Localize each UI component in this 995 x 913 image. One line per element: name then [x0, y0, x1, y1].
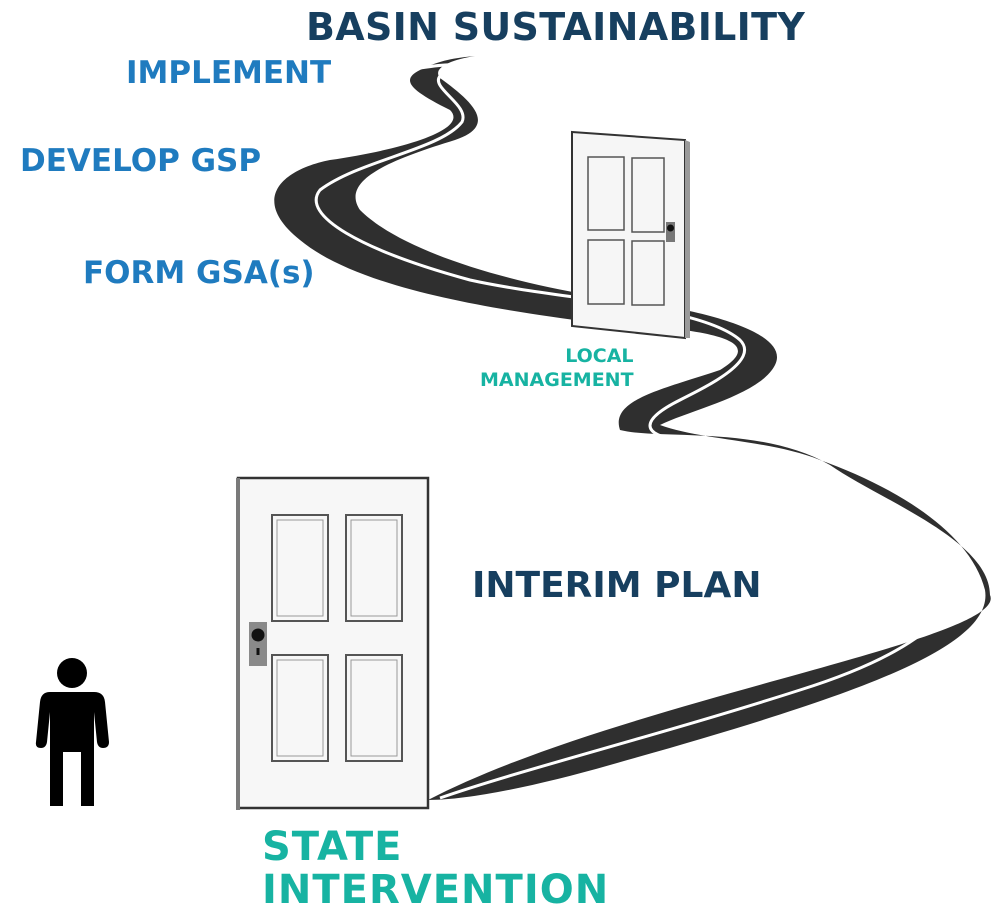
door-panel [276, 659, 324, 757]
person-icon [35, 658, 109, 806]
door-panel [271, 514, 329, 622]
door-panel [631, 157, 665, 233]
state-intervention-line2: INTERVENTION [262, 867, 610, 913]
winding-road-icon [274, 56, 991, 800]
local-management-label: LOCAL MANAGEMENT [480, 345, 634, 393]
door-edge-shadow [236, 478, 240, 810]
door-knob [667, 224, 674, 232]
door-panel [631, 240, 665, 306]
door-panel [587, 239, 625, 305]
road-upper-segment [274, 56, 991, 800]
step-form-gsa: FORM GSA(s) [83, 255, 315, 291]
door-edge-shadow [685, 140, 690, 338]
door-keyhole [256, 648, 260, 655]
door-panel [345, 654, 403, 762]
interim-plan-label: INTERIM PLAN [472, 565, 762, 606]
door-panel [276, 519, 324, 617]
state-intervention-line1: STATE [262, 824, 403, 870]
goal-title: BASIN SUSTAINABILITY [306, 5, 806, 49]
door-panel [350, 659, 398, 757]
local-management-door[interactable] [571, 130, 690, 340]
step-develop-gsp: DEVELOP GSP [20, 143, 262, 179]
local-management-line1: LOCAL [565, 345, 634, 367]
door-panel [271, 654, 329, 762]
door-panel [345, 514, 403, 622]
road-center-line-upper [314, 63, 960, 800]
step-implement: IMPLEMENT [126, 55, 332, 91]
state-intervention-door[interactable] [236, 476, 430, 810]
door-knob [251, 628, 265, 642]
door-panel [587, 156, 625, 231]
state-intervention-label: STATE INTERVENTION [262, 824, 610, 913]
local-management-line2: MANAGEMENT [480, 368, 634, 391]
door-panel [350, 519, 398, 617]
door-knob-icon [666, 222, 675, 242]
